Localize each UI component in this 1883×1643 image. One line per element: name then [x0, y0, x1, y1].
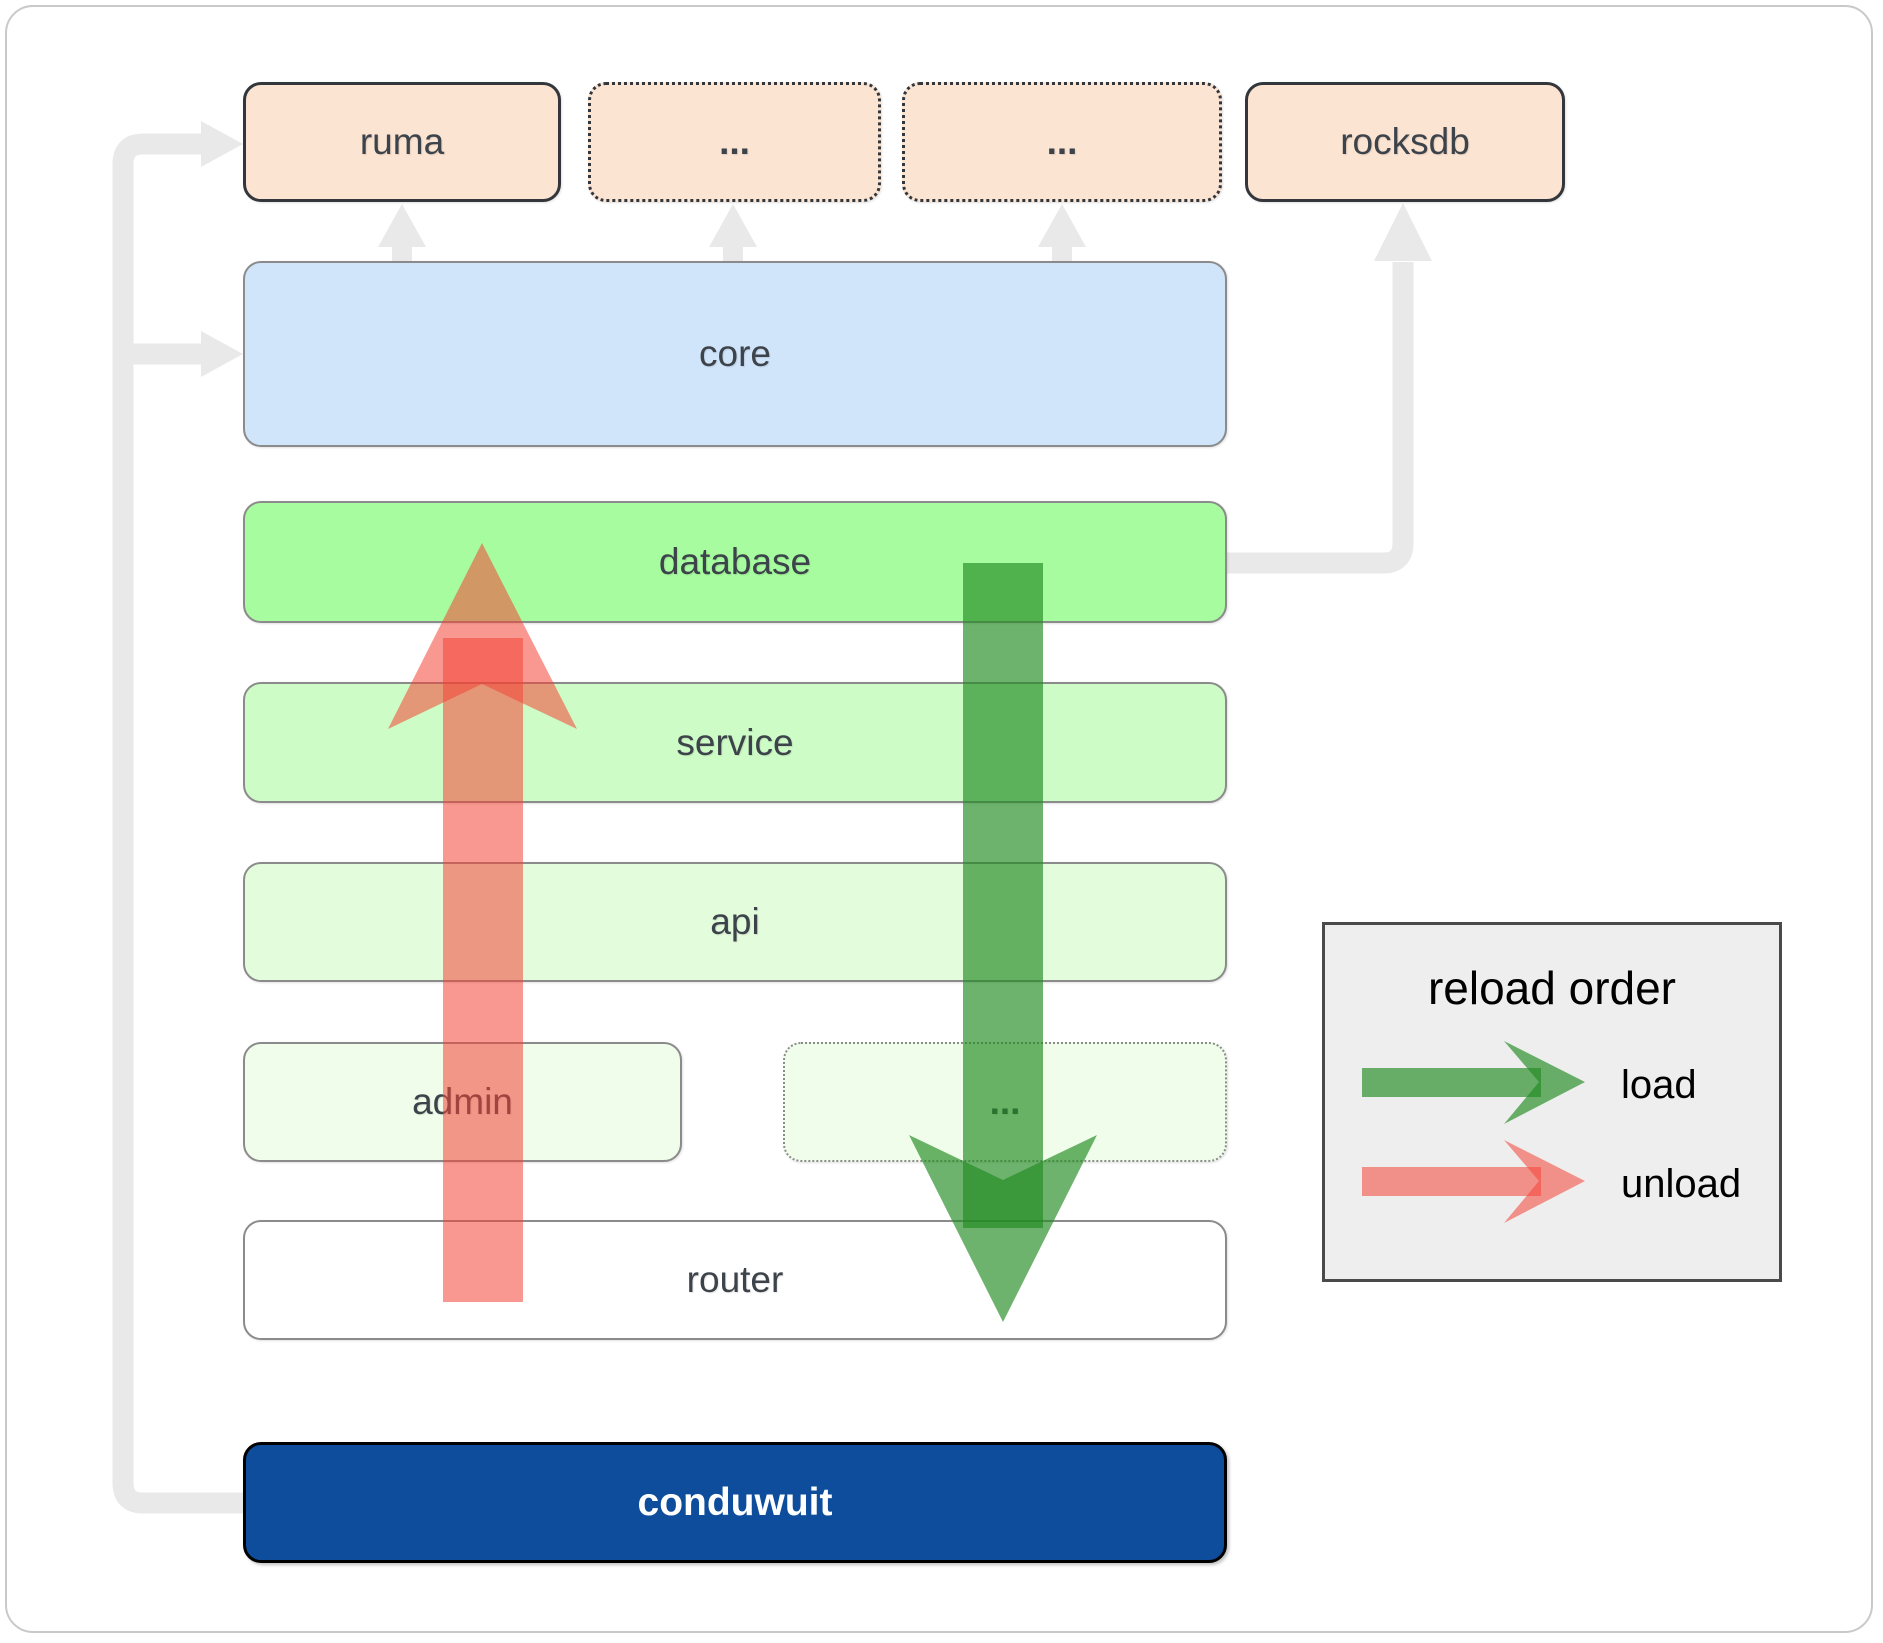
box-router-label: router [686, 1259, 784, 1300]
box-core-label: core [699, 333, 771, 374]
box-router: router [243, 1220, 1227, 1340]
box-rocksdb: rocksdb [1245, 82, 1565, 202]
box-admin: admin [243, 1042, 682, 1162]
outer-border [5, 5, 1873, 1633]
box-dependency-1: ... [588, 82, 881, 202]
box-ruma-label: ruma [359, 121, 445, 162]
box-api-label: api [710, 901, 760, 942]
box-dependency-2-label: ... [1046, 121, 1078, 162]
box-ruma: ruma [243, 82, 561, 202]
legend-reload-order: reload order load unload [1322, 922, 1782, 1282]
box-api: api [243, 862, 1227, 982]
box-rocksdb-label: rocksdb [1340, 121, 1470, 162]
box-admin-label: admin [412, 1081, 513, 1122]
legend-load-label: load [1621, 1063, 1697, 1107]
legend-title: reload order [1427, 962, 1677, 1014]
box-dependency-1-label: ... [719, 121, 750, 162]
box-service: service [243, 682, 1227, 803]
box-more-services: ... [783, 1042, 1227, 1162]
box-database: database [243, 501, 1227, 623]
box-service-label: service [676, 721, 794, 763]
box-more-services-label: ... [989, 1081, 1021, 1122]
box-database-label: database [658, 541, 812, 582]
box-dependency-2: ... [902, 82, 1222, 202]
box-conduwuit: conduwuit [243, 1442, 1227, 1563]
legend-unload-label: unload [1621, 1162, 1742, 1206]
box-conduwuit-label: conduwuit [637, 1480, 833, 1524]
box-core: core [243, 261, 1227, 447]
